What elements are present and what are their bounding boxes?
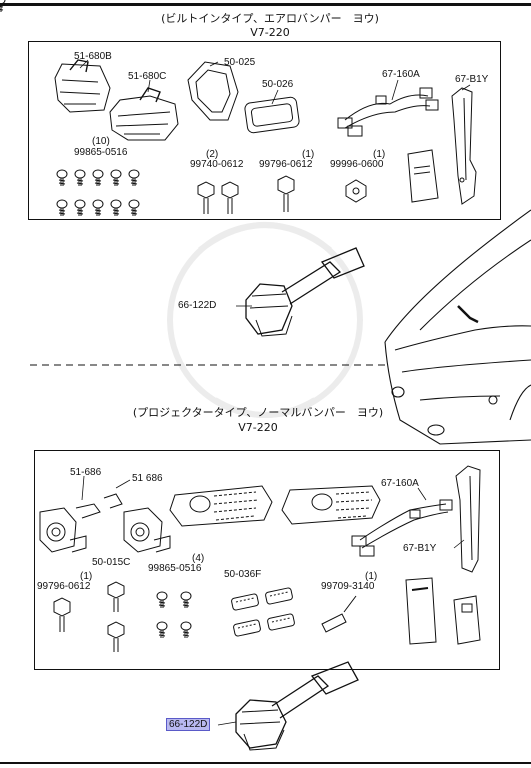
part-label-51-686-left: 51-686 [70, 467, 102, 478]
part-label-50-025: 50-025 [224, 57, 256, 68]
car-outline [384, 209, 531, 445]
part-label-99796-0612: 99796-0612 [259, 159, 313, 170]
switch-label-1: 66-122D [178, 300, 217, 311]
qty-label-1b-2: (1) [365, 571, 378, 582]
bolt-99796 [277, 175, 295, 212]
section2-model: V7-220 [238, 421, 278, 434]
projector-lamp-left [39, 503, 101, 553]
section2-title: (プロジェクタータイプ、ノーマルバンパー ヨウ) [132, 406, 384, 419]
qty-label-4: (4) [192, 553, 205, 564]
screw-set-99865 [0, 0, 140, 217]
watermark-logo [167, 222, 363, 418]
grille-right [281, 485, 381, 525]
combination-switch-2 [235, 661, 359, 751]
part-label-51-680b: 51-680B [74, 51, 112, 62]
bracket-67-b1y-2 [455, 465, 481, 573]
harness-67-160a [337, 87, 439, 137]
part-label-99796-0612-2: 99796-0612 [37, 581, 91, 592]
part-label-67-b1y-2: 67-B1Y [403, 543, 437, 554]
cable-tie-99709 [321, 595, 357, 633]
section1-title: (ビルトインタイプ、エアロバンパー ヨウ) [161, 12, 379, 25]
qty-label-1a: (1) [302, 149, 315, 160]
qty-label-1b: (1) [373, 149, 386, 160]
part-label-50-015c: 50-015C [92, 557, 131, 568]
part-label-67-160a-2: 67-160A [381, 478, 419, 489]
bezel-50-025 [187, 61, 239, 121]
switch-label-2-highlighted[interactable]: 66-122D [166, 718, 211, 731]
bolt-99796-2 [53, 597, 71, 632]
fog-lamp-51-680b [54, 59, 111, 113]
qty-label-1a-2: (1) [80, 571, 93, 582]
instruction-sheets-2 [405, 577, 481, 645]
part-label-99996-0600: 99996-0600 [330, 159, 384, 170]
part-label-67-b1y: 67-B1Y [455, 74, 489, 85]
bracket-67-b1y [451, 87, 477, 205]
part-label-99865-0516-2: 99865-0516 [148, 563, 202, 574]
section1-parts-box [28, 41, 501, 220]
part-label-99865-0516: 99865-0516 [74, 147, 128, 158]
part-label-50-036f: 50-036F [224, 569, 262, 580]
part-label-99740-0612: 99740-0612 [190, 159, 244, 170]
part-label-51-686-right: 51 686 [132, 473, 163, 484]
part-label-99709-3140: 99709-3140 [321, 581, 375, 592]
qty-label-10: (10) [92, 136, 110, 147]
top-border [0, 3, 531, 6]
part-label-51-680c: 51-680C [128, 71, 167, 82]
pads-50-036f [231, 587, 295, 637]
fog-lamp-51-680c [109, 87, 179, 141]
bolt-set-50-015c [107, 581, 125, 652]
nut-99996 [345, 179, 367, 203]
part-label-50-026: 50-026 [262, 79, 294, 90]
leader-lines [79, 59, 471, 726]
harness-67-160a-2 [351, 499, 453, 557]
bottom-border [0, 762, 531, 764]
combination-switch-1 [245, 247, 365, 337]
instruction-sheet-1 [407, 149, 439, 203]
qty-label-2: (2) [206, 149, 219, 160]
grille-left [169, 485, 273, 527]
section2-parts-box [34, 450, 500, 670]
cover-50-026 [244, 96, 300, 134]
part-label-67-160a: 67-160A [382, 69, 420, 80]
section1-model: V7-220 [250, 26, 290, 39]
projector-lamp-right [103, 493, 171, 553]
bolt-set-99740 [197, 181, 239, 214]
